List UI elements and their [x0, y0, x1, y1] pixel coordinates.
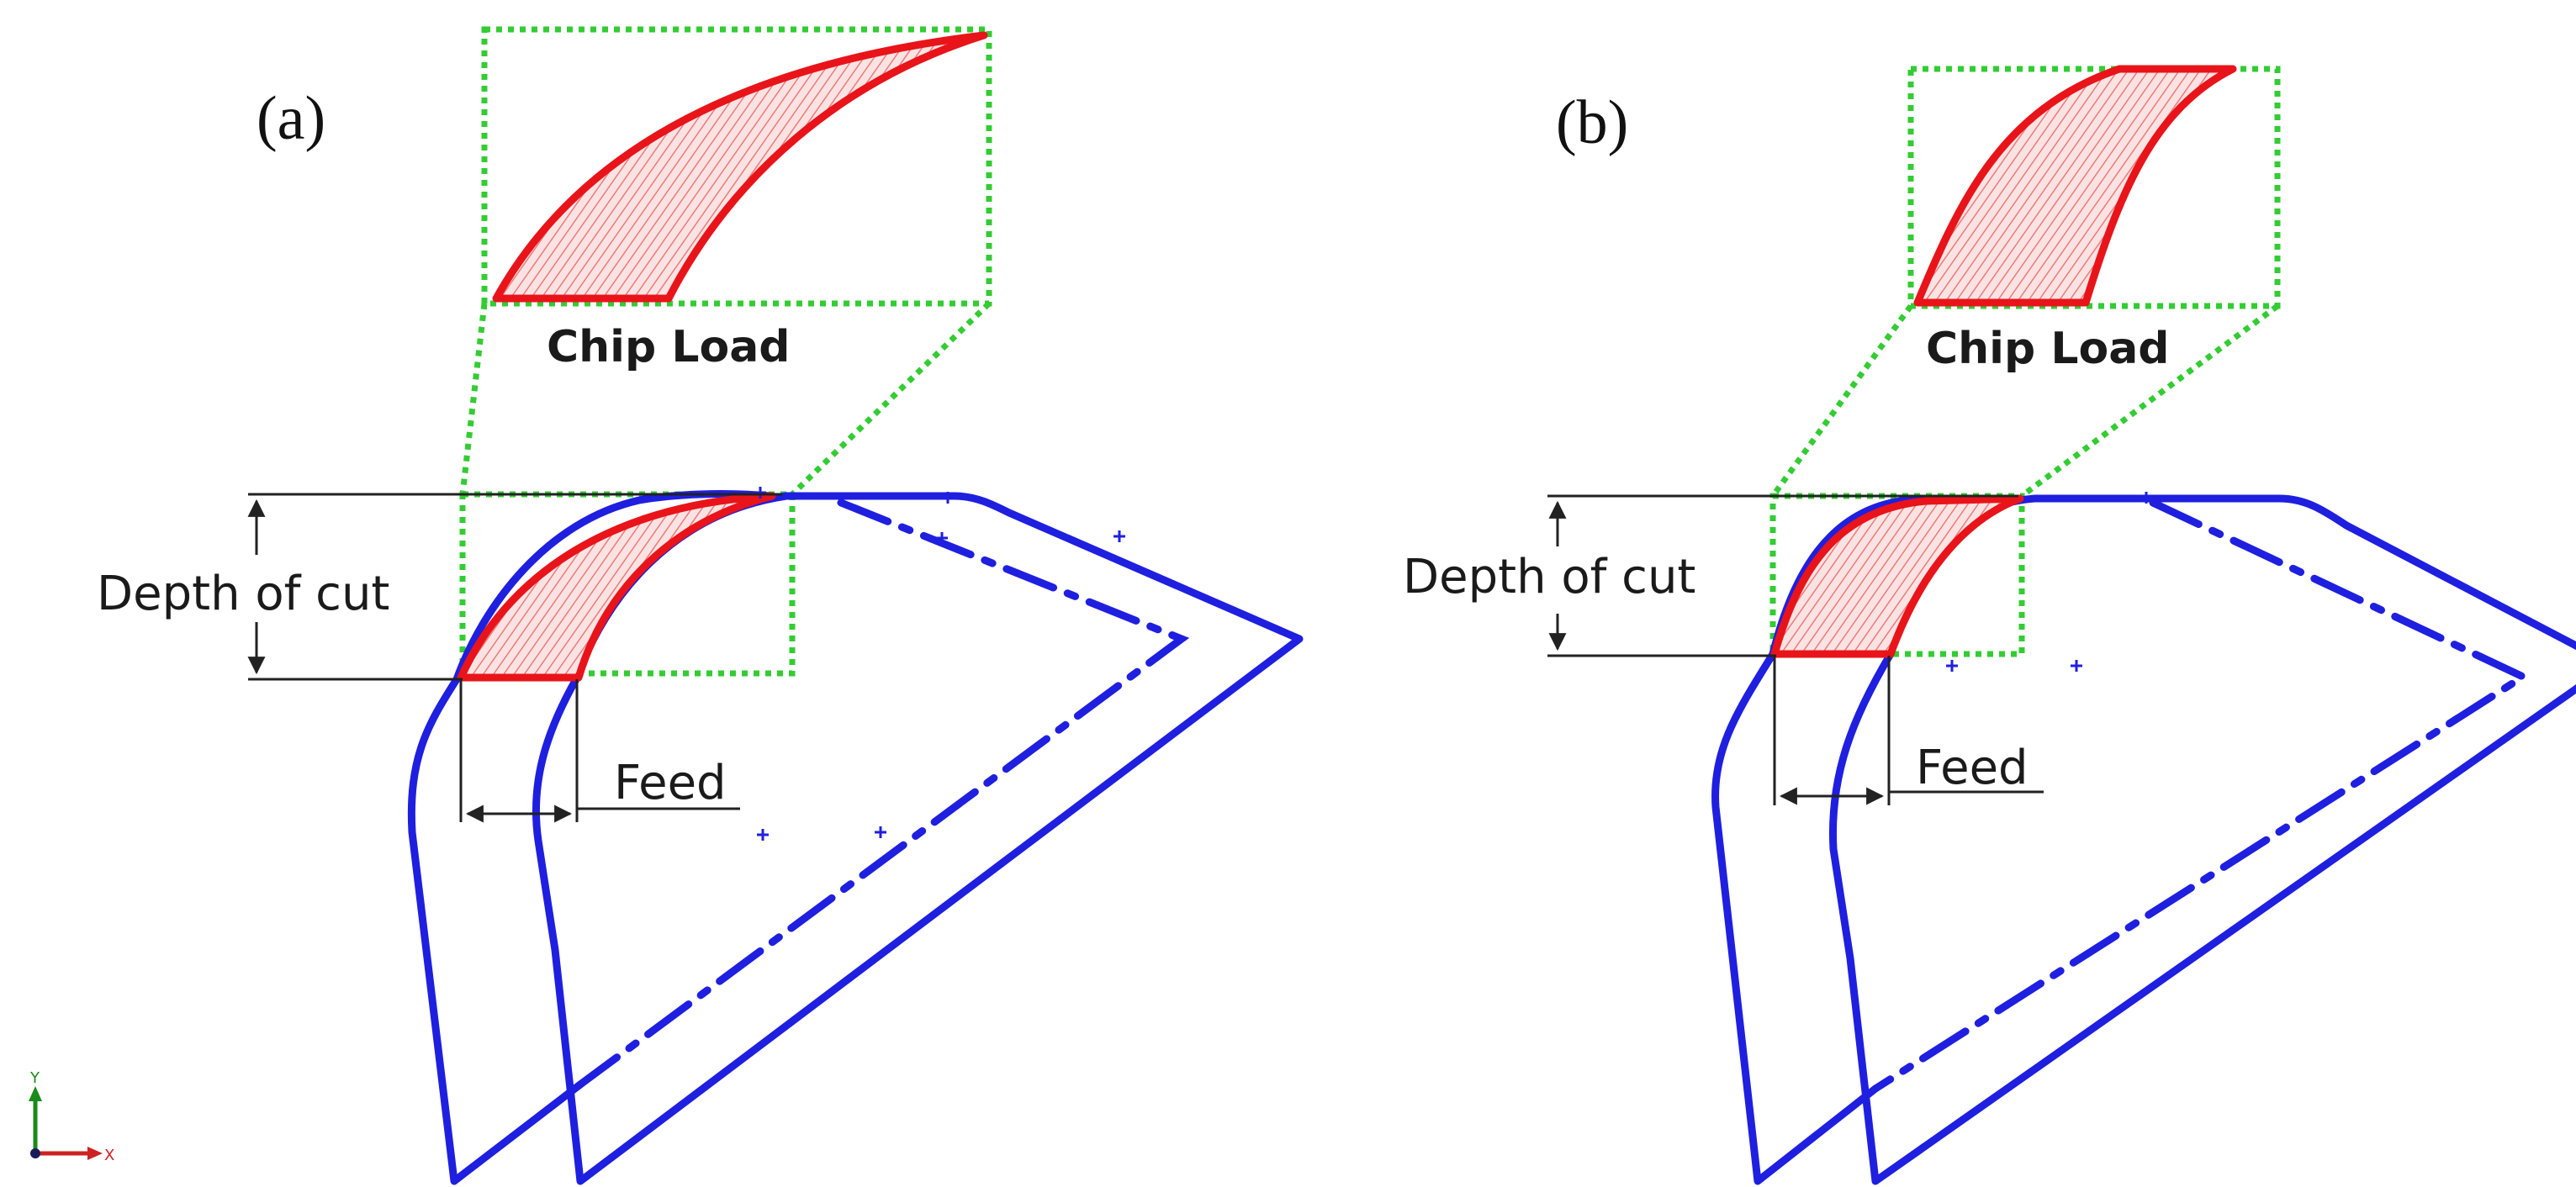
coordinate-triad: Y X — [29, 1069, 114, 1164]
panel-b-label: (b) — [1556, 88, 1628, 157]
panel-b-chip-load-label: Chip Load — [1926, 324, 2170, 374]
panel-a-chip-load-label: Chip Load — [547, 322, 791, 372]
panel-a-zoom-connector-right — [790, 301, 992, 497]
panel-a-zoom-inset-frame — [481, 26, 992, 307]
panel-b-chip-load-inset — [1913, 65, 2237, 307]
panel-a-depth-label: Depth of cut — [97, 567, 389, 621]
panel-b-zoom-connector-left — [1770, 303, 1913, 499]
panel-b-depth-label: Depth of cut — [1403, 550, 1695, 604]
panel-b-zoom-source-frame — [1769, 493, 2025, 657]
panel-b-tool-outline-current — [1828, 494, 2576, 1185]
panel-b-depth-dimension — [1547, 494, 2018, 657]
panel-b-construction-markers — [1946, 492, 2152, 672]
panel-b-feed-label: Feed — [1916, 741, 2029, 795]
panel-a-depth-dimension — [247, 493, 782, 681]
panel-b-tool-centerline — [1871, 499, 2531, 1093]
panel-a-chip-load — [457, 492, 776, 682]
panel-b-zoom-box — [1769, 66, 2281, 657]
panel-b-chip-load — [1770, 494, 2024, 658]
panel-a-feed-dimension — [459, 679, 740, 823]
panel-a: (a) Chip Load — [97, 26, 1304, 1185]
panel-a-zoom-connector-left — [459, 303, 488, 495]
panel-a-construction-markers — [754, 487, 1125, 841]
panel-a-chip-load-inset — [492, 31, 988, 303]
panel-b-zoom-inset-frame — [1907, 66, 2281, 309]
panel-a-label: (a) — [257, 84, 325, 153]
triad-y-label: Y — [29, 1069, 40, 1087]
panel-a-feed-label: Feed — [614, 756, 727, 810]
panel-b: (b) Chip Load Depth of cut — [1403, 65, 2576, 1185]
panel-a-tool-centerline — [576, 499, 1190, 1089]
panel-b-feed-dimension — [1773, 656, 2044, 805]
triad-x-label: X — [104, 1147, 114, 1164]
